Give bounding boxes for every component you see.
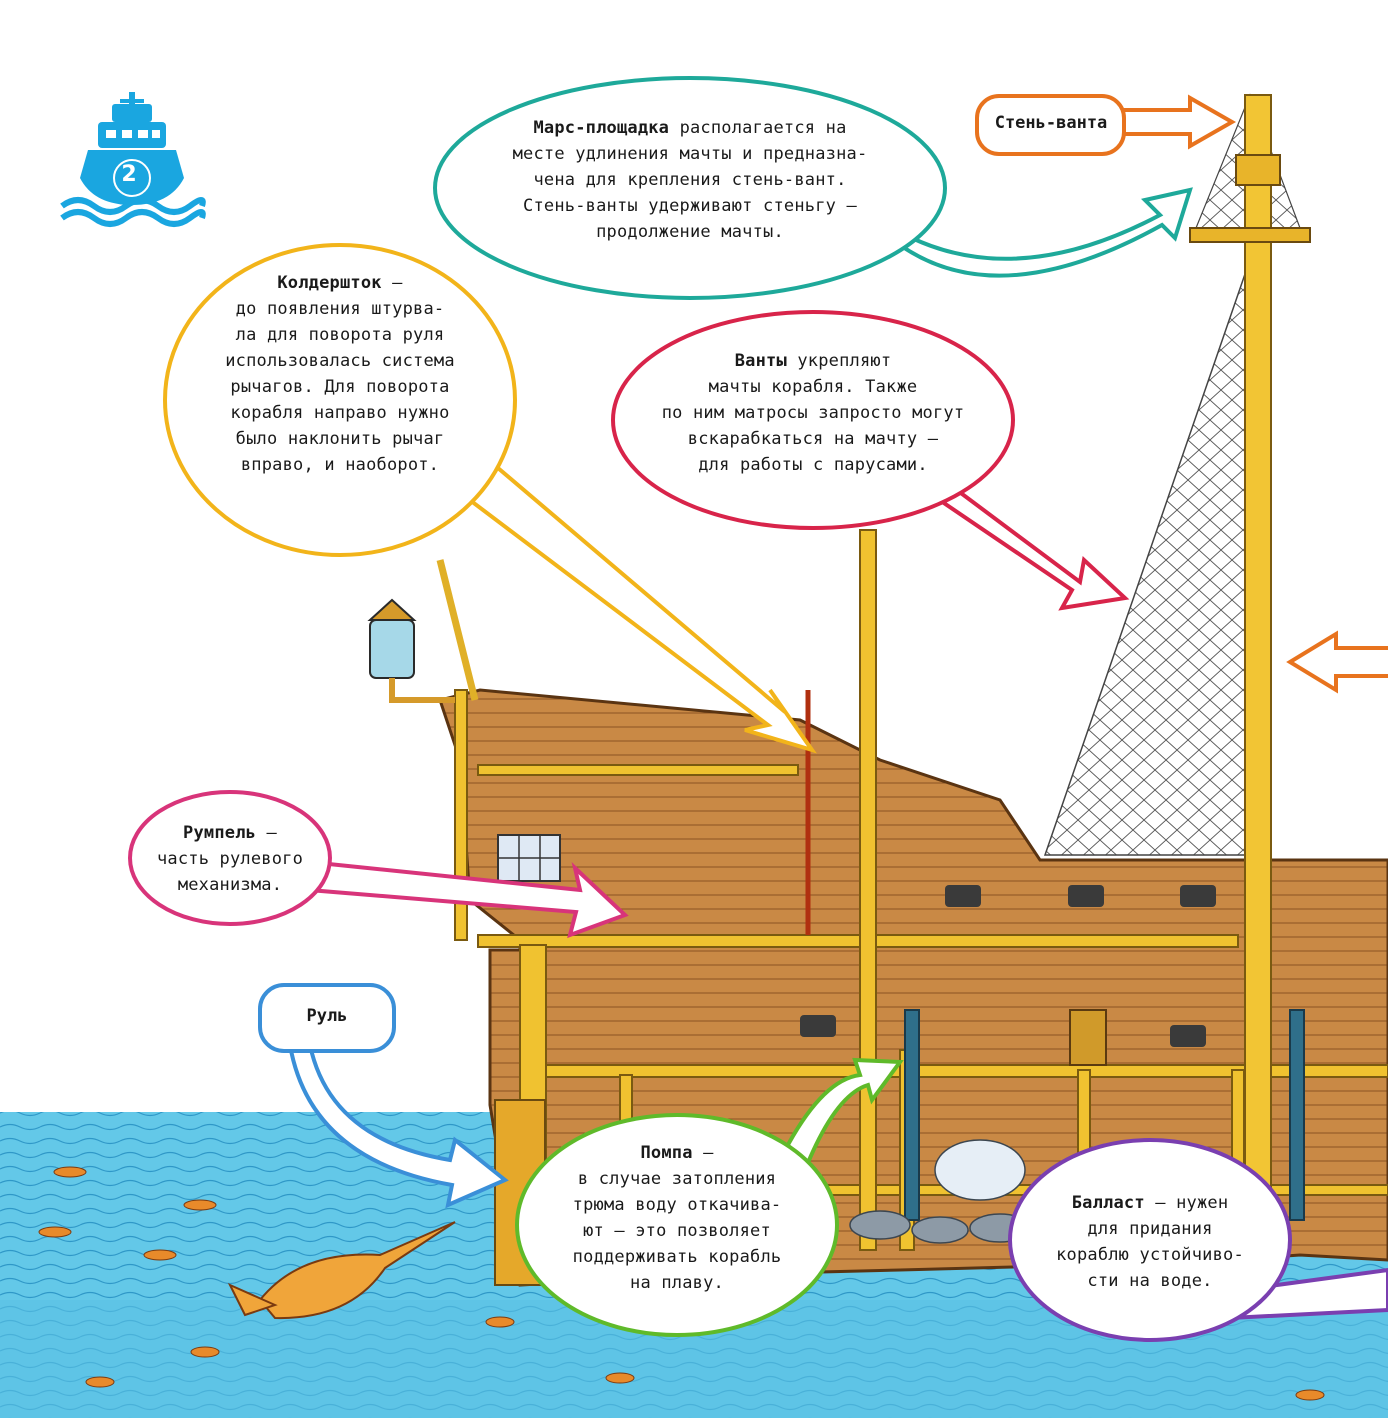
pompa-callout-tail: [777, 1057, 904, 1173]
vanty-line5: для работы с парусами.: [698, 455, 928, 475]
kolder-line8: вправо, и наоборот.: [240, 455, 440, 475]
vanty-line3: по ним матросы запросто могут: [661, 403, 965, 423]
capstan: [1069, 1009, 1107, 1066]
pump: [904, 1009, 920, 1221]
mars-callout-shape: [433, 76, 947, 300]
pompa-line6: на плаву.: [630, 1273, 724, 1293]
kolder-line1: —: [381, 273, 403, 293]
kolder-callout: Колдершток — до появления штурва- ла для…: [180, 270, 500, 478]
page-number: 2: [121, 162, 137, 187]
pompa-line4: ют — это позволяет: [583, 1221, 771, 1241]
rumpel-callout-shape: [128, 790, 332, 926]
ship-icon: [60, 92, 206, 227]
kolder-term: Колдершток: [277, 273, 382, 293]
pompa-term: Помпа: [640, 1143, 693, 1163]
pompa-callout-shape: [515, 1113, 839, 1337]
pompa-line1: —: [692, 1143, 714, 1163]
shrouds-net: [1043, 244, 1256, 856]
ballast-callout: Балласт — нужен для придания кораблю уст…: [1030, 1190, 1270, 1294]
ballast-line2: для придания: [1087, 1219, 1213, 1239]
vanty-line4: вскарабкаться на мачту —: [687, 429, 939, 449]
flagstaff: [436, 559, 479, 701]
rumpel-callout-tail: [282, 857, 629, 939]
vanty-line1: укрепляют: [786, 351, 892, 371]
pompa-callout: Помпа — в случае затопления трюма воду о…: [530, 1140, 824, 1296]
rumpel-line1: —: [256, 823, 277, 843]
rul-label: Руль: [306, 1006, 348, 1026]
vanty-line2: мачты корабля. Также: [708, 377, 918, 397]
mars-line3: чена для крепления стень-вант.: [533, 170, 847, 190]
main-mast-arrow: [1286, 630, 1388, 694]
kolder-line4: использовалась система: [225, 351, 455, 371]
swordfish: [227, 1221, 456, 1320]
rumpel-line3: механизма.: [177, 875, 283, 895]
stenvanta-label: Стень-ванта: [994, 113, 1108, 133]
main-mast: [1244, 94, 1272, 1256]
rumpel-callout: Румпель — часть рулевого механизма.: [140, 820, 320, 898]
rul-tag-shape: [258, 983, 396, 1053]
stern-lantern: [367, 598, 455, 703]
mizzen-mast: [859, 529, 877, 1251]
mars-term: Марс-площадка: [533, 118, 670, 138]
vanty-term: Ванты: [734, 351, 787, 371]
kolder-line2: до появления штурва-: [235, 299, 445, 319]
mars-line2: месте удлинения мачты и предназна-: [512, 144, 868, 164]
pompa-line2: в случае затопления: [577, 1169, 777, 1189]
topmast-cap: [1235, 154, 1281, 186]
mars-line4: Стень-ванты удерживают стеньгу —: [523, 196, 857, 216]
kolder-line5: рычагов. Для поворота: [230, 377, 450, 397]
ballast-line4: сти на воде.: [1087, 1271, 1213, 1291]
pompa-line5: поддерживать корабль: [572, 1247, 782, 1267]
kolder-line3: ла для поворота руля: [235, 325, 445, 345]
ballast-term: Балласт: [1071, 1193, 1145, 1213]
rul-callout-tail: [287, 1043, 509, 1209]
mars-callout-tail: [878, 187, 1193, 278]
ballast-line3: кораблю устойчиво-: [1056, 1245, 1244, 1265]
stenvanta-tag-shape: [975, 94, 1126, 156]
pompa-line3: трюма воду откачива-: [572, 1195, 782, 1215]
kolder-line6: корабля направо нужно: [230, 403, 450, 423]
vanty-callout-shape: [611, 310, 1015, 530]
ballast-line1: — нужен: [1144, 1193, 1229, 1213]
ballast-callout-shape: [1008, 1138, 1292, 1342]
cannons: [800, 885, 1216, 1047]
kolder-callout-shape: [163, 243, 517, 557]
kolder-line7: было наклонить рычаг: [235, 429, 445, 449]
kolder-callout-tail: [426, 437, 817, 754]
pump-2: [1289, 1009, 1305, 1221]
vanty-callout: Ванты укрепляют мачты корабля. Также по …: [628, 348, 998, 478]
mars-callout: Марс-площадка располагается на месте удл…: [460, 115, 920, 245]
mars-line5: продолжение мачты.: [596, 222, 784, 242]
rumpel-term: Румпель: [183, 823, 257, 843]
mast-top-platform: [1189, 227, 1311, 243]
rumpel-line2: часть рулевого: [156, 849, 304, 869]
fish-school: [38, 1166, 1325, 1401]
mars-line1: располагается на: [679, 118, 847, 138]
